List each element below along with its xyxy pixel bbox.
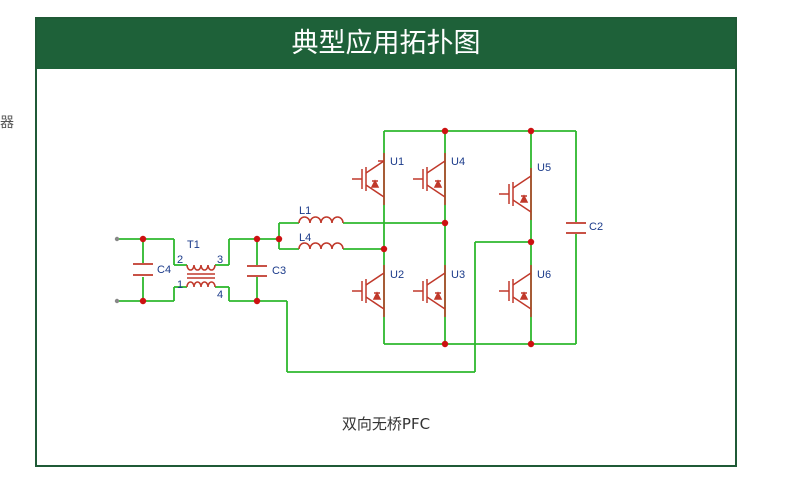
label-pin4: 4 — [217, 289, 223, 301]
igbt-u5 — [499, 168, 532, 220]
label-pin3: 3 — [217, 254, 223, 266]
wires — [117, 130, 577, 373]
circuit-diagram: U1 U4 U5 U2 U3 U6 L1 L4 T1 C2 C3 C4 2 3 … — [114, 127, 603, 373]
igbt-u4 — [413, 153, 446, 205]
diagram-caption: 双向无桥PFC — [341, 415, 431, 433]
label-u3: U3 — [451, 269, 465, 281]
label-t1: T1 — [187, 239, 200, 251]
label-c2: C2 — [589, 221, 603, 233]
igbt-u1 — [352, 153, 385, 205]
card-title: 典型应用拓扑图 — [37, 19, 735, 69]
label-pin2: 2 — [177, 254, 183, 266]
igbt-u2 — [352, 265, 385, 317]
cropped-edge-text: 器 — [0, 115, 14, 131]
input-terminals — [114, 236, 120, 304]
label-u1: U1 — [390, 156, 404, 168]
label-l1: L1 — [299, 205, 311, 217]
label-pin1: 1 — [177, 279, 183, 291]
igbt-u3 — [413, 265, 446, 317]
junction-nodes — [139, 127, 535, 348]
label-u4: U4 — [451, 156, 465, 168]
label-c4: C4 — [157, 264, 171, 276]
label-u6: U6 — [537, 269, 551, 281]
label-c3: C3 — [272, 265, 286, 277]
label-u5: U5 — [537, 162, 551, 174]
topology-card: 典型应用拓扑图 — [35, 17, 737, 467]
inductors — [186, 216, 344, 288]
capacitors — [133, 222, 586, 277]
label-u2: U2 — [390, 269, 404, 281]
label-l4: L4 — [299, 232, 311, 244]
igbt-u6 — [499, 265, 532, 317]
